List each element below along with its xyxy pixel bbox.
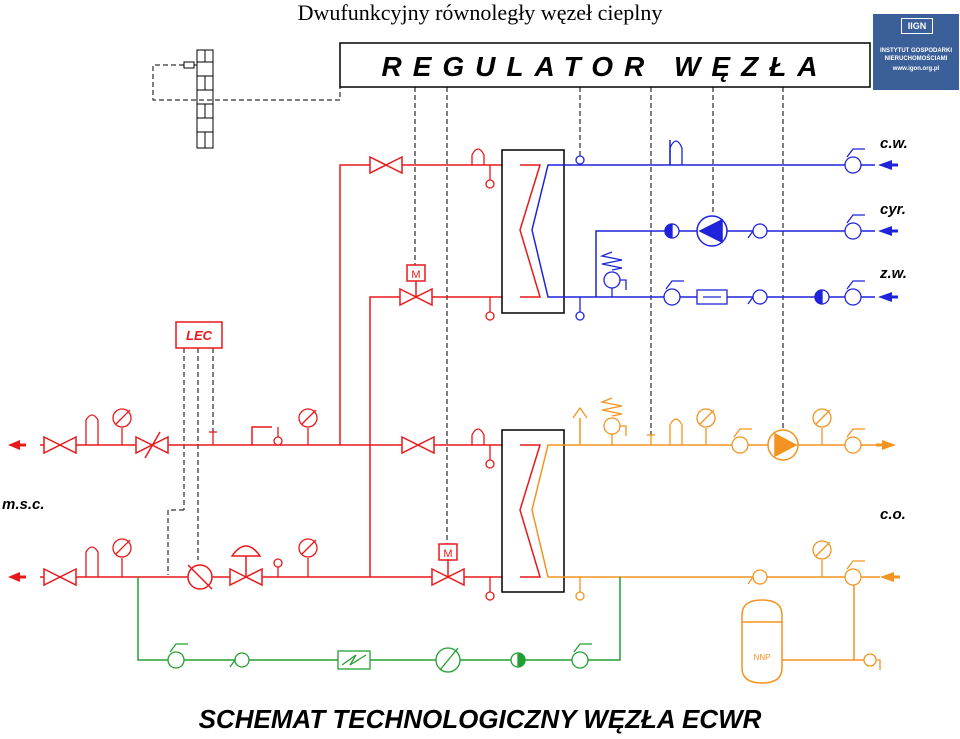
pressure-gauge xyxy=(298,538,318,577)
check-valve xyxy=(663,280,684,306)
ball-valve xyxy=(510,652,526,668)
primary-circuit xyxy=(40,164,520,578)
temperature-sensor xyxy=(647,434,655,445)
check-valve xyxy=(844,280,865,306)
pressure-regulator xyxy=(229,545,263,587)
return-arrow-out xyxy=(8,572,20,582)
actuator-label: M xyxy=(411,269,420,281)
circulation-arrow-in xyxy=(878,226,892,236)
pressure-gauge xyxy=(298,408,318,445)
ball-valve xyxy=(814,289,830,305)
institute-logo: IIGN INSTYTUT GOSPODARKI NIERUCHOMOŚCIAM… xyxy=(873,14,959,90)
supply-arrow-out xyxy=(8,440,20,450)
strainer xyxy=(747,569,768,585)
lec-meter-box: LEC xyxy=(175,321,223,349)
dhw-sensor xyxy=(575,155,585,321)
controller-label: REGULATOR WĘZŁA xyxy=(381,51,828,82)
heating-pump xyxy=(767,429,799,461)
controller-box: REGULATOR WĘZŁA xyxy=(339,42,871,88)
thermometer xyxy=(85,546,99,577)
expansion-vessel xyxy=(741,599,783,684)
actuator-label: M xyxy=(443,548,452,560)
temperature-sensor xyxy=(209,431,217,445)
shutoff-valve xyxy=(369,155,403,175)
label-circulation: cyr. xyxy=(880,201,906,218)
ball-valve xyxy=(664,223,680,239)
safety-valve-dhw xyxy=(599,251,627,297)
page-title: Dwufunkcyjny równoległy węzeł cieplny xyxy=(297,0,663,25)
logo-line1: INSTYTUT GOSPODARKI xyxy=(879,48,952,54)
circulation-pump xyxy=(696,215,728,247)
check-valve xyxy=(844,148,865,174)
strainer xyxy=(229,652,250,668)
heating-circuit xyxy=(564,418,880,661)
water-meter xyxy=(696,289,728,305)
control-valve-heating xyxy=(431,543,465,587)
logo-line3: www.igon.org.pl xyxy=(892,66,940,72)
thermometer xyxy=(85,414,99,445)
shutoff-valve xyxy=(43,435,77,455)
heat-exchanger-heating xyxy=(501,429,565,593)
pressure-gauge xyxy=(812,540,832,577)
check-valve xyxy=(571,643,592,669)
thermometer xyxy=(669,418,683,445)
label-hot-water: c.w. xyxy=(880,135,908,152)
safety-valve-heating xyxy=(599,397,627,445)
shutoff-valve xyxy=(401,435,435,455)
check-valve xyxy=(863,653,881,670)
heat-exchanger-dhw xyxy=(501,149,565,314)
label-district-network: m.s.c. xyxy=(2,496,45,513)
heat-meter-flow xyxy=(187,564,213,590)
control-signal-lines xyxy=(152,64,784,575)
thermometer xyxy=(471,428,485,445)
shutoff-valve xyxy=(43,567,77,587)
check-valve xyxy=(844,428,865,454)
label-cold-water: z.w. xyxy=(879,265,907,282)
label-heating: c.o. xyxy=(880,506,906,523)
differential-pressure-valve xyxy=(135,431,169,459)
bypass-circuit xyxy=(137,577,621,661)
pressure-gauge xyxy=(696,408,716,445)
flow-limiter xyxy=(337,650,371,670)
air-vent xyxy=(572,406,588,419)
pressure-gauge xyxy=(812,408,832,445)
lec-label: LEC xyxy=(186,328,213,343)
thermometer xyxy=(669,140,683,165)
flow-meter xyxy=(435,647,461,673)
sensor-pocket xyxy=(575,577,585,601)
check-valve xyxy=(731,428,752,454)
pressure-gauge xyxy=(112,408,132,445)
strainer xyxy=(747,223,768,239)
check-valve xyxy=(167,643,188,669)
cold-water-arrow-in xyxy=(878,292,892,302)
footer-title: SCHEMAT TECHNOLOGICZNY WĘZŁA ECWR xyxy=(198,704,762,734)
heating-arrow-out xyxy=(882,440,896,450)
check-valve xyxy=(844,214,865,240)
sensor-pocket xyxy=(273,165,495,601)
check-valve xyxy=(844,560,865,586)
dhw-arrow-in xyxy=(878,160,892,170)
expansion-vessel-label: NNP xyxy=(754,653,771,662)
thermometer xyxy=(471,148,485,165)
heating-arrow-in xyxy=(880,572,894,582)
logo-line2: NIERUCHOMOŚCIAMI xyxy=(884,56,948,62)
outdoor-sensor xyxy=(183,49,214,149)
pressure-gauge xyxy=(112,538,132,577)
strainer xyxy=(747,289,768,305)
control-valve-dhw xyxy=(399,264,433,307)
logo-mark: IIGN xyxy=(901,18,933,34)
